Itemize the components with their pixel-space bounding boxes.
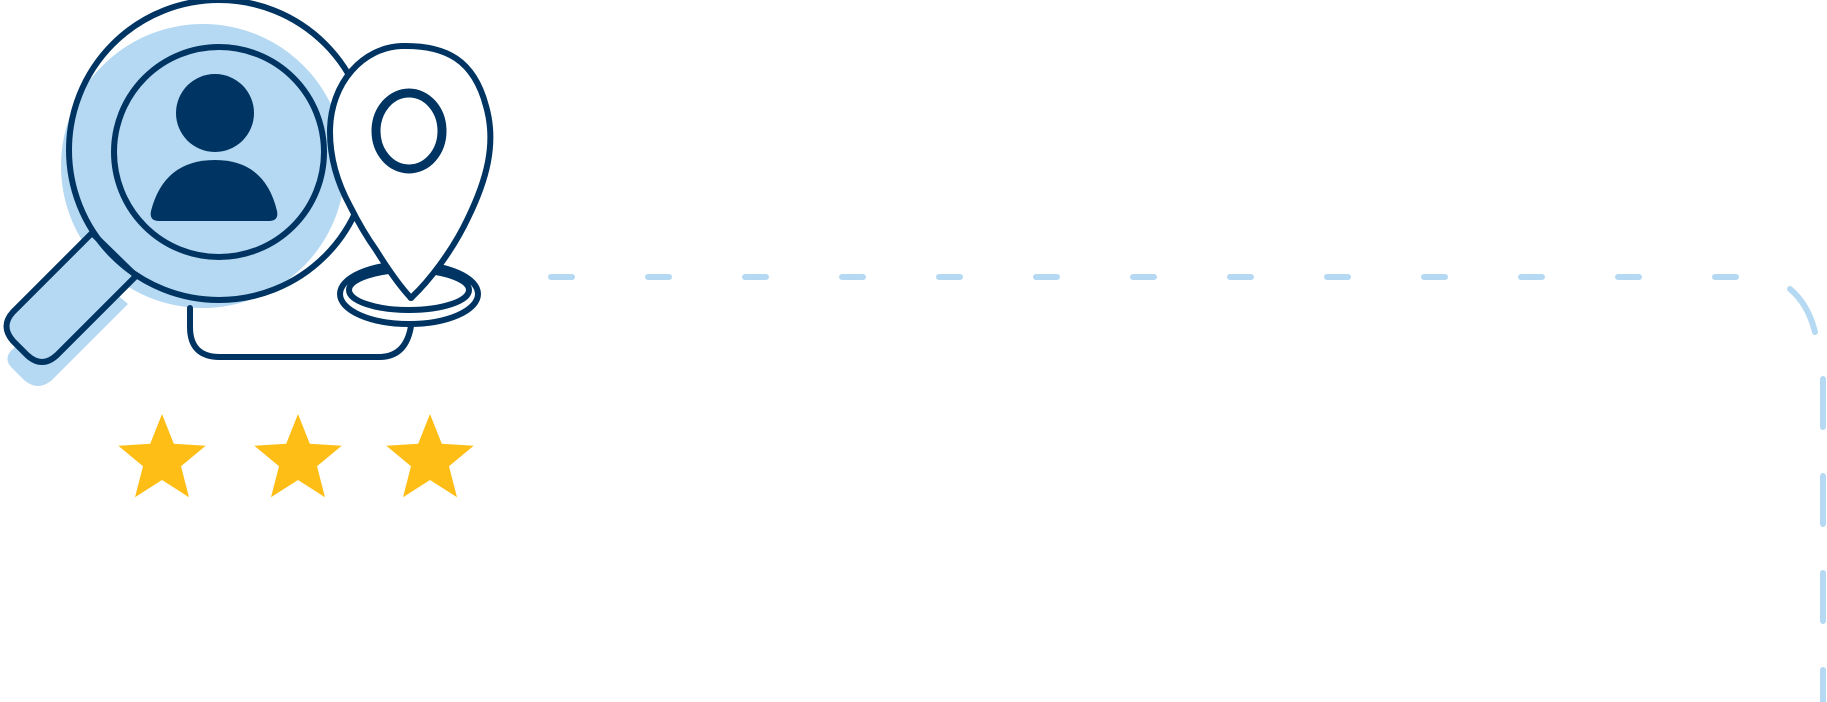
- star-icon: [386, 414, 474, 498]
- person-body: [150, 160, 278, 221]
- star-icon: [254, 414, 342, 498]
- dashed-connector-corner: [1787, 286, 1818, 335]
- magnifying-glass-icon: [3, 0, 372, 386]
- star-icon: [118, 414, 206, 498]
- cable-connector: [187, 305, 414, 360]
- person-icon: [150, 74, 278, 221]
- location-pin-icon: [327, 42, 494, 327]
- rating-stars: [118, 414, 474, 498]
- dashed-connector: [548, 274, 1826, 702]
- magnifier-handle: [3, 230, 139, 365]
- person-head: [176, 74, 254, 152]
- pin-hole: [371, 88, 447, 174]
